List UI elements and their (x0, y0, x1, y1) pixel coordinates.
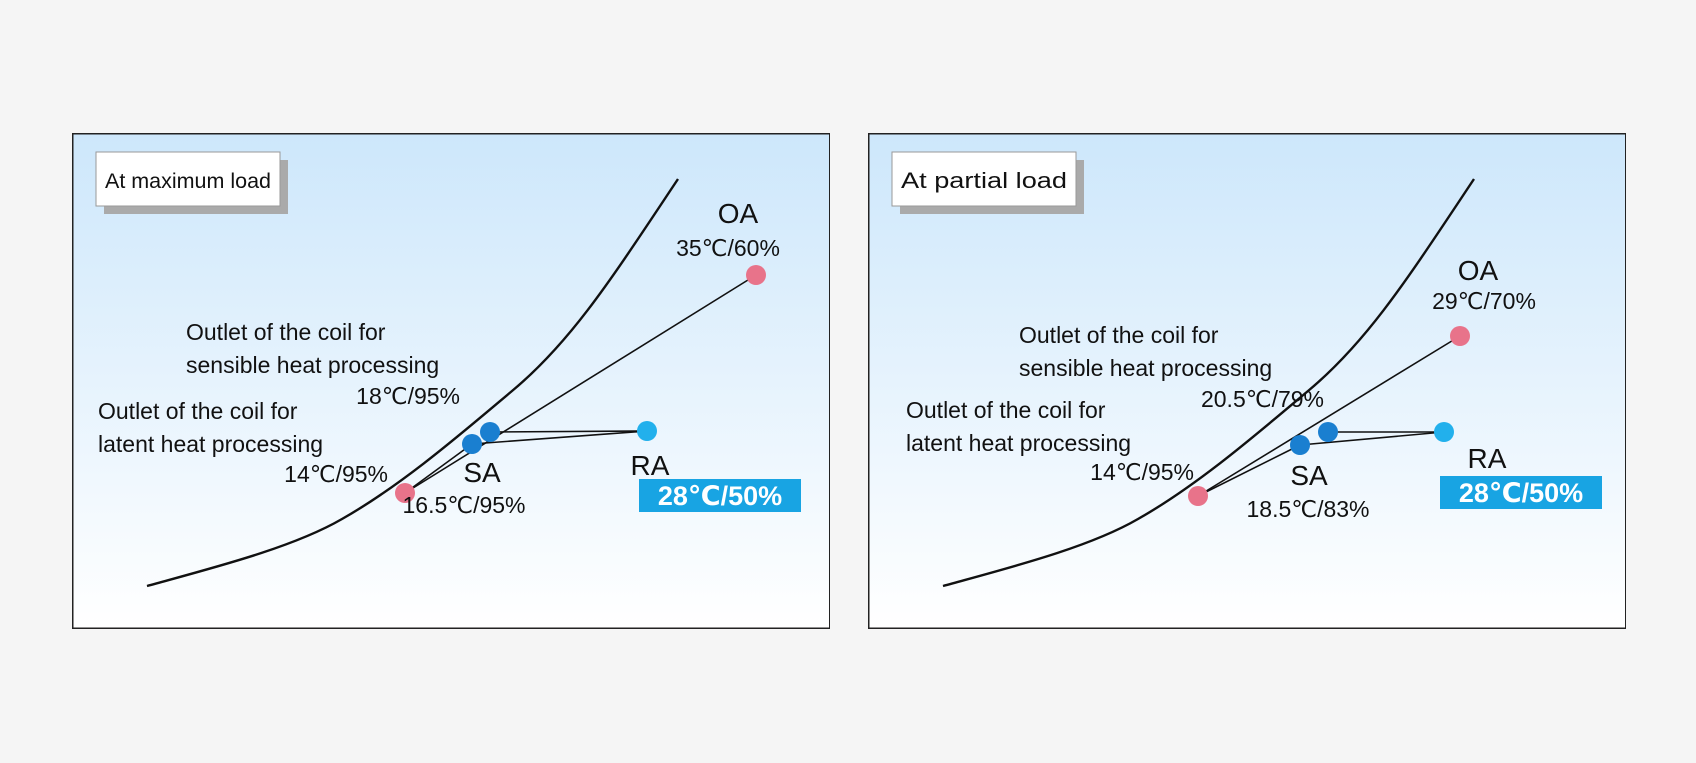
sensible-coil-point (1318, 422, 1338, 442)
latent-coil-value: 14℃/95% (284, 461, 388, 487)
diagram-panel-partial-load: At partial load OA 29℃/70% Outlet of the… (868, 133, 1626, 629)
latent-coil-label-line2: latent heat processing (98, 431, 323, 457)
sa-point (462, 434, 482, 454)
saturation-curve (942, 178, 1475, 588)
latent-coil-label-line2: latent heat processing (906, 430, 1131, 456)
title-box (95, 151, 281, 207)
ra-value: 28℃/50% (658, 481, 782, 511)
ra-label: RA (631, 450, 670, 481)
latent-coil-value: 14℃/95% (1090, 459, 1194, 485)
ra-value-badge (1440, 476, 1602, 509)
ra-value-badge (639, 479, 801, 512)
ra-value: 28℃/50% (1459, 478, 1583, 508)
sensible-coil-value: 20.5℃/79% (1201, 386, 1324, 412)
ra-point (637, 421, 657, 441)
process-line-oa-to-latent (1197, 335, 1461, 497)
process-line-ra-to-sa (471, 430, 648, 445)
process-line-latent-to-sa (404, 443, 473, 494)
sensible-coil-label-line2: sensible heat processing (186, 352, 439, 378)
sa-point (1290, 435, 1310, 455)
oa-value: 35℃/60% (676, 235, 780, 261)
process-line-oa-to-latent (404, 274, 757, 494)
panel-title: At partial load (901, 168, 1067, 193)
psychrometric-chart-max: At maximum load OA 35℃/60% Outlet of the… (72, 133, 830, 629)
sa-label: SA (463, 457, 501, 488)
sensible-coil-point (480, 422, 500, 442)
title-box (891, 151, 1077, 207)
latent-coil-point (395, 483, 415, 503)
ra-label: RA (1468, 443, 1507, 474)
sensible-coil-label-line1: Outlet of the coil for (1019, 322, 1219, 348)
diagram-panel-max-load: At maximum load OA 35℃/60% Outlet of the… (72, 133, 830, 629)
latent-coil-label-line1: Outlet of the coil for (906, 397, 1106, 423)
chart-background (72, 133, 830, 629)
process-line-ra-to-sa (1299, 431, 1445, 446)
oa-point (1450, 326, 1470, 346)
latent-coil-label-line1: Outlet of the coil for (98, 398, 298, 424)
oa-value: 29℃/70% (1432, 288, 1536, 314)
sa-value: 16.5℃/95% (402, 492, 525, 518)
process-line-latent-to-sa (1197, 444, 1301, 497)
psychrometric-chart-partial: At partial load OA 29℃/70% Outlet of the… (868, 133, 1626, 629)
chart-background (868, 133, 1626, 629)
ra-point (1434, 422, 1454, 442)
process-line-ra-to-sensible (489, 430, 648, 433)
oa-label: OA (1458, 255, 1499, 286)
panel-title: At maximum load (105, 170, 271, 193)
oa-label: OA (718, 198, 759, 229)
sa-label: SA (1290, 460, 1328, 491)
saturation-curve (146, 178, 679, 588)
sensible-coil-value: 18℃/95% (356, 383, 460, 409)
oa-point (746, 265, 766, 285)
latent-coil-point (1188, 486, 1208, 506)
sensible-coil-label-line2: sensible heat processing (1019, 355, 1272, 381)
sa-value: 18.5℃/83% (1246, 496, 1369, 522)
sensible-coil-label-line1: Outlet of the coil for (186, 319, 386, 345)
